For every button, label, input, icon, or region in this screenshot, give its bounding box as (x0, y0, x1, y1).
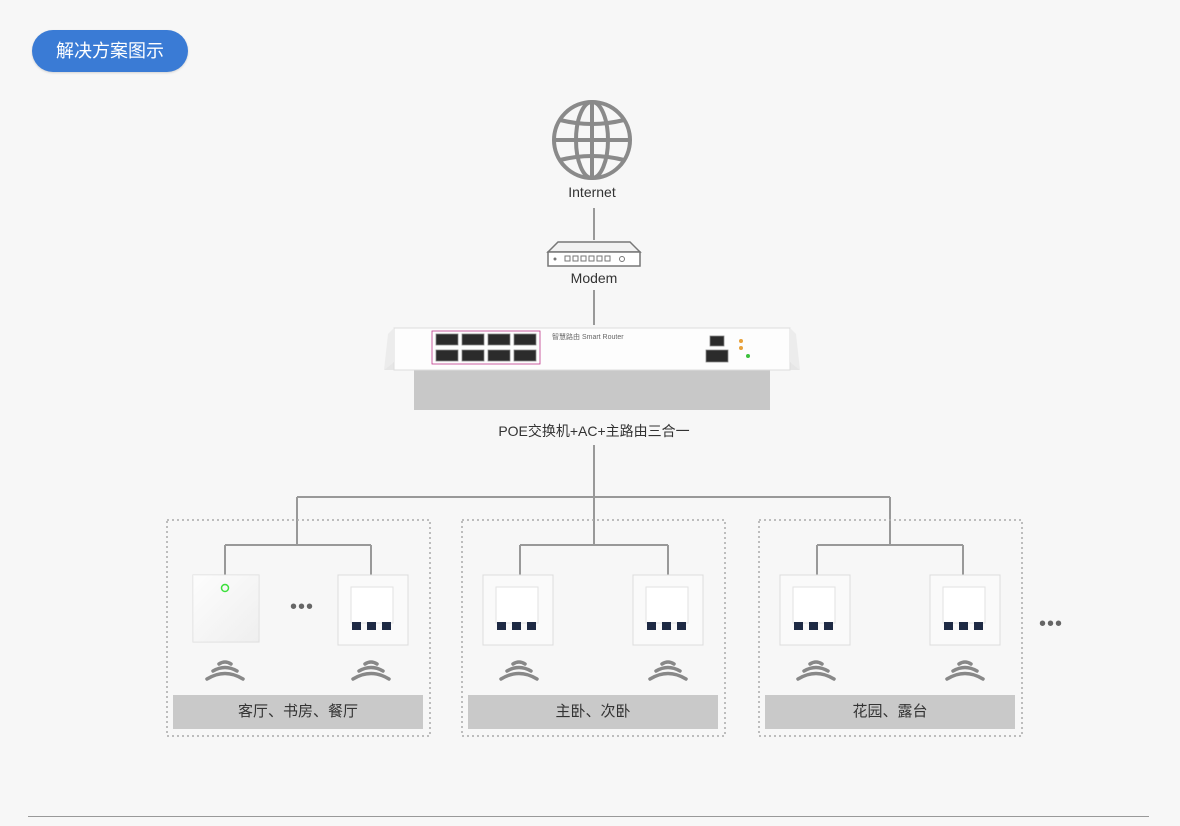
bottom-divider (28, 816, 1149, 817)
wall-ap-5 (929, 574, 1001, 646)
zone-label-living: 客厅、书房、餐厅 (173, 695, 423, 729)
wifi-signal-icon (648, 660, 688, 681)
zone-box-bedroom (461, 519, 726, 737)
connector-lines (224, 208, 964, 575)
wall-ap-4 (779, 574, 851, 646)
poe-router-device (384, 327, 800, 410)
wall-ap-1 (337, 574, 409, 646)
more-devices-ellipsis: ••• (290, 596, 315, 618)
modem-label: Modem (570, 270, 618, 286)
zone-label-bedroom: 主卧、次卧 (468, 695, 718, 729)
modem-icon (546, 241, 642, 267)
zone-box-living (166, 519, 431, 737)
wifi-signal-icon (796, 660, 836, 681)
internet-label: Internet (568, 184, 616, 200)
wifi-signal-icon (945, 660, 985, 681)
wall-ap-2 (482, 574, 554, 646)
router-label: POE交换机+AC+主路由三合一 (498, 423, 690, 439)
wifi-signal-icon (499, 660, 539, 681)
wifi-signal-icon (351, 660, 391, 681)
wall-ap-3 (632, 574, 704, 646)
more-zones-ellipsis: ••• (1039, 613, 1064, 635)
router-faceplate-text: 智慧路由 Smart Router (552, 334, 624, 341)
smart-switch-panel (192, 574, 260, 643)
solution-diagram-title: 解决方案图示 (32, 30, 188, 72)
zone-label-garden: 花园、露台 (765, 695, 1015, 729)
globe-icon (552, 100, 632, 180)
zone-box-garden (758, 519, 1023, 737)
wifi-signal-icon (205, 660, 245, 681)
